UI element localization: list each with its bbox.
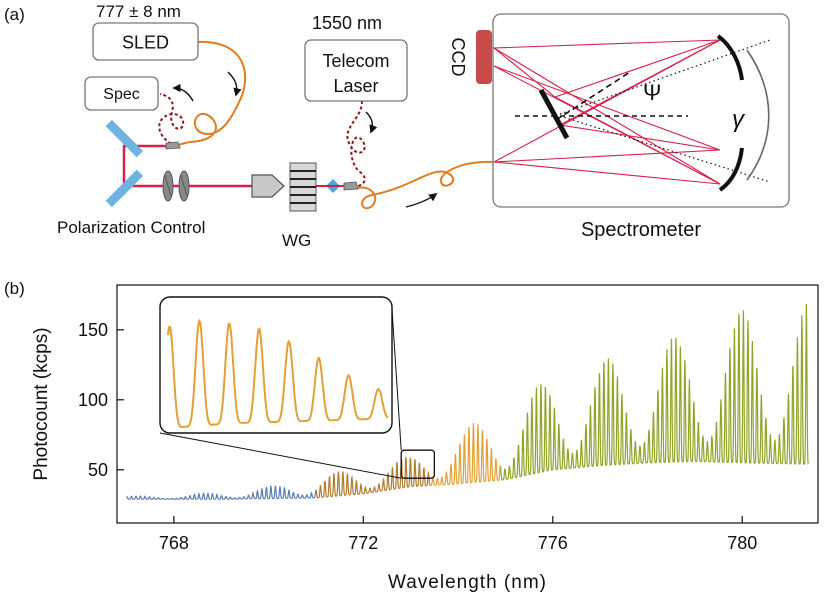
plot-frame xyxy=(116,284,819,524)
fiber-direction-arrow-1 xyxy=(227,71,242,97)
y-tick-label: 50 xyxy=(88,460,108,480)
waveguide-label: WG xyxy=(282,231,311,250)
fiber-direction-arrow-3 xyxy=(365,111,378,134)
inset-series-line xyxy=(167,318,389,428)
waveguide-chip xyxy=(289,162,317,212)
mirror-upper xyxy=(105,119,144,158)
telecom-label-line2: Laser xyxy=(333,76,378,96)
dotted-line-lower xyxy=(559,115,771,183)
x-tick-label: 772 xyxy=(348,533,378,553)
y-tick-label: 150 xyxy=(78,320,108,340)
x-tick-label: 780 xyxy=(727,533,757,553)
sled-box xyxy=(92,22,199,61)
inset-box xyxy=(159,296,393,434)
spec-dashed-fiber xyxy=(158,93,185,147)
diffraction-grating xyxy=(538,88,570,140)
telecom-dashed-fiber xyxy=(346,100,366,187)
incident-dash xyxy=(555,71,631,121)
output-collimator xyxy=(343,181,359,191)
x-axis-label: Wavelength (nm) xyxy=(388,572,547,593)
inset-connector-bottom xyxy=(159,432,402,479)
telecom-laser-box xyxy=(304,39,408,102)
spectrometer-label: Spectrometer xyxy=(581,219,701,241)
series-line-3 xyxy=(429,423,502,486)
x-tick-label: 768 xyxy=(159,533,189,553)
mirror-lower xyxy=(105,169,144,208)
zoom-region-box xyxy=(400,449,435,479)
spec-box xyxy=(84,76,159,111)
sled-label: SLED xyxy=(122,33,169,53)
focusing-mirror-lower xyxy=(718,147,744,192)
x-tick-label: 776 xyxy=(538,533,568,553)
focusing-mirror-upper xyxy=(716,34,744,81)
spec-label: Spec xyxy=(103,86,139,103)
polarization-control-label: Polarization Control xyxy=(57,218,205,237)
psi-symbol: Ψ xyxy=(643,80,661,105)
y-tick-label: 100 xyxy=(78,390,108,410)
panel-a-label: (a) xyxy=(4,5,25,24)
gamma-symbol: γ xyxy=(732,106,746,133)
ccd-label: CCD xyxy=(448,38,468,77)
sled-wavelength-label: 777 ± 8 nm xyxy=(96,2,181,21)
series-line-4 xyxy=(500,303,809,481)
gamma-arc xyxy=(746,49,770,181)
spectrometer-box xyxy=(492,13,790,208)
panel-b-label: (b) xyxy=(4,279,25,298)
panel-a-setup: (a) xyxy=(4,2,790,250)
sled-fiber xyxy=(177,40,247,146)
inset-connector-top xyxy=(391,308,402,451)
telecom-label-line1: Telecom xyxy=(322,51,389,71)
objective-lens xyxy=(251,174,285,198)
fiber-direction-arrow-2 xyxy=(172,83,194,102)
series-line-2 xyxy=(315,457,431,499)
output-fiber xyxy=(357,160,495,210)
telecom-wavelength-label: 1550 nm xyxy=(312,13,382,33)
dotted-line-upper xyxy=(559,39,771,115)
fiber-collimator xyxy=(165,141,181,150)
series-line-1 xyxy=(125,484,317,500)
y-axis-label: Photocount (kcps) xyxy=(31,327,52,480)
fiber-direction-arrow-4 xyxy=(405,192,438,208)
ccd-detector xyxy=(476,30,492,84)
